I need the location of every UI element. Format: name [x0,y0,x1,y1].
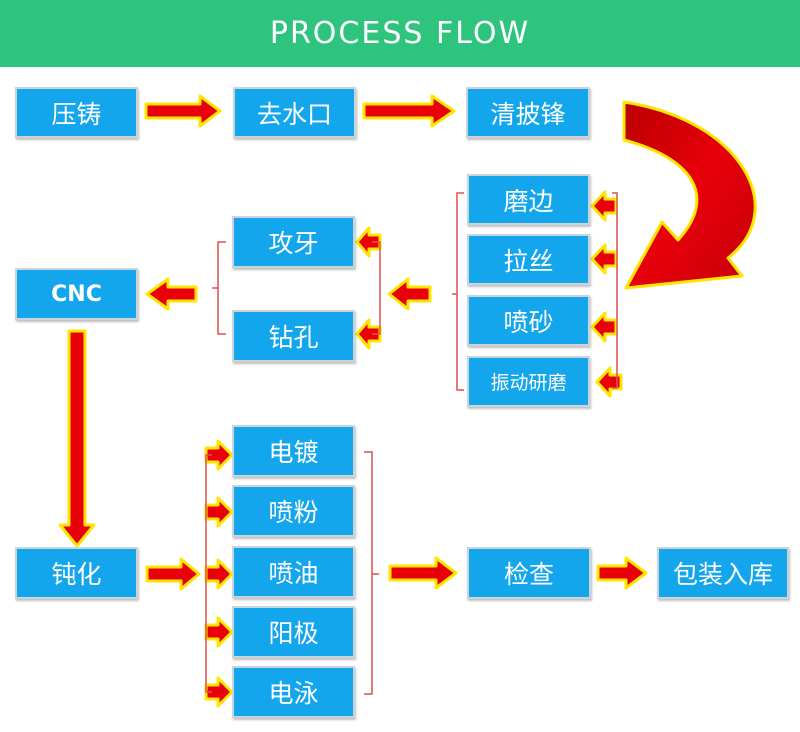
arrow-into-sandblasting [590,311,618,343]
node-degating: 去水口 [233,87,356,138]
arrow-coatings-to-inspection [388,556,458,590]
node-inspection: 检查 [467,547,591,599]
arrow-into-painting [204,558,234,590]
node-electroplating: 电镀 [232,425,355,477]
header-bar: PROCESS FLOW [0,0,800,67]
arrow-into-drilling [355,318,382,350]
node-packaging: 包装入库 [657,547,789,599]
node-vibratory-finishing: 振动研磨 [467,356,590,407]
arrow-into-electrophoresis [204,676,234,708]
arrow-cnc-to-passivation [58,329,96,548]
bracket-machining-right [372,241,381,335]
node-drilling: 钻孔 [232,310,355,362]
arrow-machining-to-cnc [145,277,198,311]
arrow-into-powder-coating [204,496,234,528]
node-anodizing: 阳极 [232,606,355,658]
node-grinding: 磨边 [467,174,590,225]
node-tapping: 攻牙 [232,216,355,268]
arrow-finishing-to-machining [387,277,432,311]
arrow-into-grinding [590,190,618,222]
node-die-casting: 压铸 [15,87,138,138]
arrow-into-wire-drawing [590,243,618,275]
arrow-passivation-to-coatings [145,557,201,591]
curved-arrow-deburring-to-finishing [622,100,757,290]
arrow-inspection-to-packaging [596,556,648,590]
arrow-into-vibratory [595,366,623,398]
node-passivation: 钝化 [15,547,138,599]
node-cnc: CNC [15,268,138,320]
arrow-degating-to-deburring [362,94,456,128]
bracket-finishing-right [612,192,618,389]
page-title: PROCESS FLOW [269,16,531,51]
arrow-die-casting-to-degating [144,94,222,128]
bracket-coatings-right [364,451,379,695]
bracket-machining-left [212,241,226,335]
node-electrophoresis: 电泳 [232,666,355,718]
node-deburring: 清披锋 [466,87,590,138]
arrow-into-anodizing [204,616,234,648]
node-painting: 喷油 [232,546,355,598]
node-sandblasting: 喷砂 [467,295,590,346]
node-wire-drawing: 拉丝 [467,234,590,285]
node-powder-coating: 喷粉 [232,485,355,537]
bracket-coatings-left [205,454,212,693]
arrow-into-electroplating [204,439,234,471]
arrow-into-tapping [355,226,382,258]
bracket-finishing-left [452,192,464,391]
